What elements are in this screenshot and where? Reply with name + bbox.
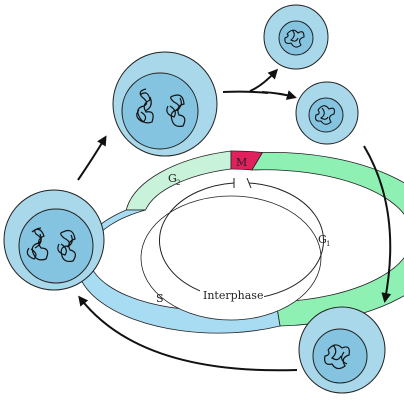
nucleus-icon bbox=[312, 328, 368, 384]
interphase-tick-right bbox=[246, 177, 252, 189]
s-label: S bbox=[156, 292, 164, 305]
m-label: M bbox=[236, 156, 247, 169]
chromatin-icon bbox=[324, 344, 350, 370]
cell-bottom-right bbox=[298, 306, 386, 394]
nucleus-icon bbox=[121, 72, 199, 150]
nucleus-icon bbox=[278, 20, 314, 56]
cycle-arrows bbox=[77, 68, 392, 372]
arrow-icon bbox=[222, 90, 269, 94]
cell-daughter-right bbox=[295, 81, 359, 145]
cell-daughter-top bbox=[263, 4, 329, 70]
cell-g2-top bbox=[112, 51, 218, 157]
cycle-ring bbox=[76, 150, 404, 334]
nucleus-icon bbox=[308, 97, 344, 133]
arrow-icon bbox=[249, 68, 279, 92]
chromatin-icon bbox=[315, 105, 335, 125]
g1-subscript: 1 bbox=[326, 240, 330, 248]
arrow-icon bbox=[77, 135, 107, 181]
chromatin-icon bbox=[26, 227, 49, 261]
g2-label: G bbox=[168, 172, 177, 185]
nucleus-icon bbox=[18, 208, 94, 284]
chromatin-icon bbox=[57, 229, 76, 263]
g1-label: G bbox=[318, 233, 327, 246]
chromatin-icon bbox=[284, 29, 305, 48]
interphase-label-bg bbox=[200, 288, 264, 303]
arrow-icon bbox=[78, 295, 298, 372]
chromatin-icon bbox=[166, 94, 186, 127]
interphase-label: Interphase bbox=[203, 289, 263, 302]
arrow-icon bbox=[261, 90, 297, 100]
arrow-icon bbox=[363, 145, 392, 303]
g2-subscript: 2 bbox=[176, 179, 180, 187]
cell-left bbox=[3, 189, 105, 291]
s-segment bbox=[76, 209, 281, 334]
ring-inner-edge bbox=[140, 195, 322, 321]
chromatin-icon bbox=[136, 88, 154, 124]
